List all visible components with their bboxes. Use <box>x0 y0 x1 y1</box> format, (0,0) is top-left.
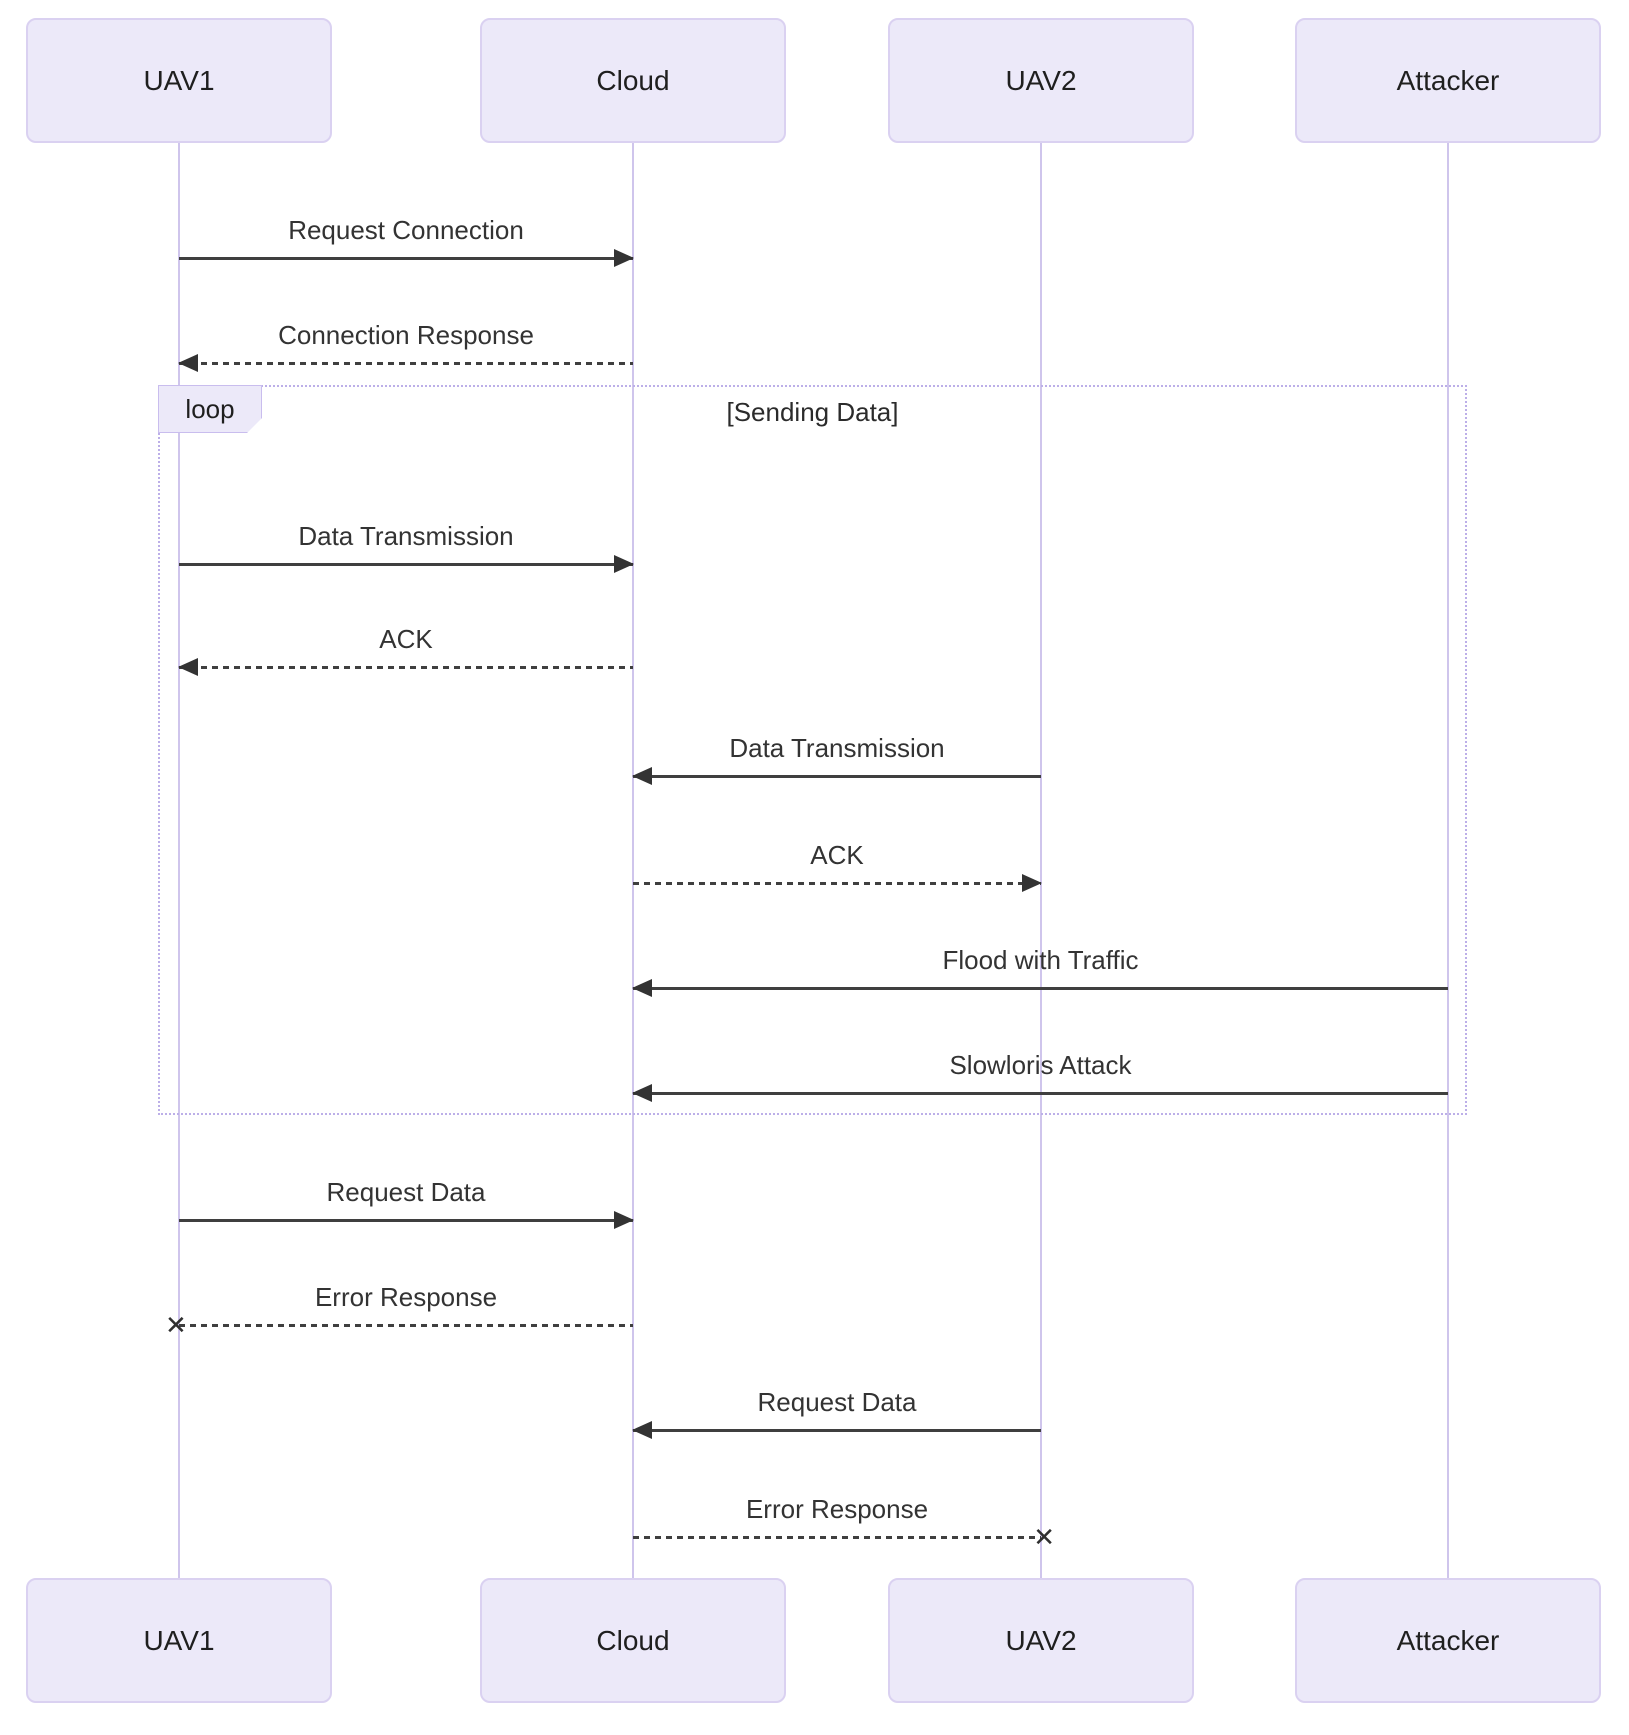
message-data-transmission-uav1: Data Transmission <box>179 510 634 573</box>
message-label: Data Transmission <box>729 733 945 763</box>
actor-attacker-top: Attacker <box>1295 18 1601 143</box>
message-line <box>179 362 633 365</box>
message-label: ACK <box>379 624 433 654</box>
message-label: Error Response <box>314 1282 498 1312</box>
message-request-data-uav2: Request Data <box>632 1376 1041 1439</box>
arrowhead-left-icon <box>178 658 198 676</box>
message-request-connection: Request Connection <box>179 204 634 267</box>
loop-condition: [Sending Data] <box>726 397 899 427</box>
message-line <box>179 666 633 669</box>
message-label: ACK <box>810 840 864 870</box>
message-label: Request Data <box>757 1387 917 1417</box>
message-connection-response: Connection Response <box>178 309 633 372</box>
actor-attacker-bottom: Attacker <box>1295 1578 1601 1703</box>
actor-uav2-bottom: UAV2 <box>888 1578 1194 1703</box>
message-data-transmission-uav2: Data Transmission <box>632 722 1041 785</box>
lifeline-attacker <box>1447 143 1449 1579</box>
message-line <box>633 987 1448 990</box>
message-line <box>633 882 1041 885</box>
message-line <box>179 1324 633 1327</box>
actor-label: UAV2 <box>1005 64 1077 96</box>
message-line <box>179 1219 633 1222</box>
message-line <box>633 1429 1041 1432</box>
message-label: Flood with Traffic <box>942 945 1139 975</box>
actor-uav2-top: UAV2 <box>888 18 1194 143</box>
message-line <box>179 257 633 260</box>
actor-cloud-top: Cloud <box>480 18 786 143</box>
lifeline-cloud <box>632 143 634 1579</box>
arrowhead-left-icon <box>632 1084 652 1102</box>
message-line <box>633 775 1041 778</box>
message-slowloris-attack: Slowloris Attack <box>632 1039 1448 1102</box>
arrowhead-right-icon <box>614 555 634 573</box>
message-label: Error Response <box>745 1494 929 1524</box>
loop-label: loop <box>158 385 262 433</box>
x-marker-icon: ✕ <box>165 1310 187 1340</box>
message-ack-uav2: ACK <box>633 829 1042 892</box>
arrowhead-left-icon <box>632 1421 652 1439</box>
message-label: Data Transmission <box>298 521 514 551</box>
actor-label: Cloud <box>596 1624 670 1656</box>
arrowhead-right-icon <box>1022 874 1042 892</box>
message-flood-with-traffic: Flood with Traffic <box>632 934 1448 997</box>
arrowhead-left-icon <box>178 354 198 372</box>
message-line <box>633 1092 1448 1095</box>
message-request-data-uav1: Request Data <box>179 1166 634 1229</box>
message-error-response-uav2: Error Response ✕ <box>633 1483 1055 1550</box>
loop-frame <box>158 385 1467 1115</box>
actor-label: Attacker <box>1396 1624 1500 1656</box>
lifeline-uav1 <box>178 143 180 1579</box>
x-marker-icon: ✕ <box>1033 1522 1055 1552</box>
actor-cloud-bottom: Cloud <box>480 1578 786 1703</box>
arrowhead-right-icon <box>614 1211 634 1229</box>
message-error-response-uav1: Error Response ✕ <box>165 1271 633 1338</box>
actor-uav1-bottom: UAV1 <box>26 1578 332 1703</box>
arrowhead-left-icon <box>632 979 652 997</box>
message-label: Connection Response <box>278 320 534 350</box>
arrowhead-left-icon <box>632 767 652 785</box>
message-line <box>179 563 633 566</box>
arrowhead-right-icon <box>614 249 634 267</box>
lifeline-uav2 <box>1040 143 1042 1579</box>
actor-label: UAV1 <box>143 1624 215 1656</box>
actor-label: Cloud <box>596 64 670 96</box>
actor-uav1-top: UAV1 <box>26 18 332 143</box>
message-label: Request Data <box>326 1177 486 1207</box>
loop-label-text: loop <box>185 393 235 424</box>
message-label: Slowloris Attack <box>949 1050 1132 1080</box>
message-ack-uav1: ACK <box>178 613 633 676</box>
actor-label: UAV1 <box>143 64 215 96</box>
actor-label: UAV2 <box>1005 1624 1077 1656</box>
message-line <box>633 1536 1041 1539</box>
actor-label: Attacker <box>1396 64 1500 96</box>
message-label: Request Connection <box>288 215 524 245</box>
